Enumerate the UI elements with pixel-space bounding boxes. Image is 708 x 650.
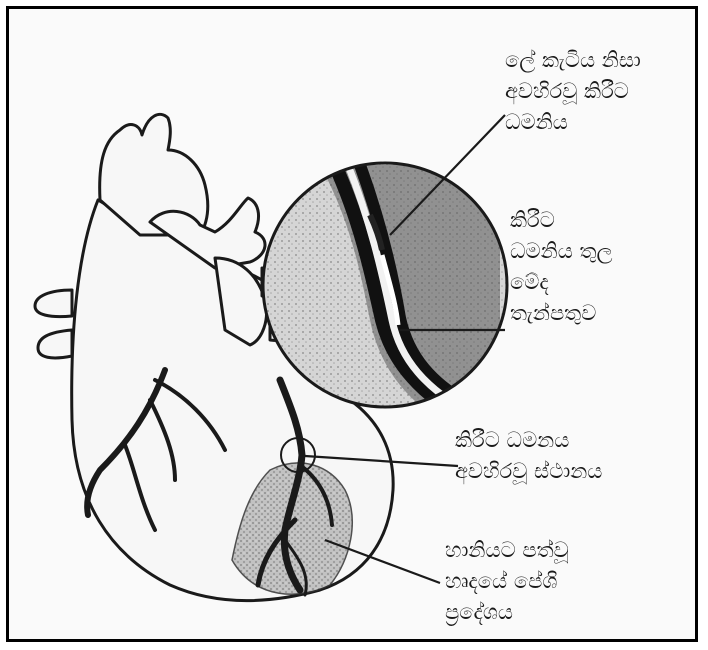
label-fat-deposit: කිරීට ධමනිය තුල මේද තැන්පතුව: [510, 205, 613, 329]
label-line: හානියට පත්වූ: [445, 535, 569, 566]
label-line: මේද: [510, 267, 613, 298]
label-line: ප්‍රදේශය: [445, 597, 569, 628]
label-line: හෘදයේ පේශි: [445, 566, 569, 597]
label-line: අවහිරවූ ස්ථානය: [455, 456, 602, 487]
label-blocked-artery: ලේ කැටිය නිසා අවහිරවූ කිරීට ධමනිය: [505, 45, 641, 138]
label-line: ලේ කැටිය නිසා: [505, 45, 641, 76]
label-line: කිරීට: [510, 205, 613, 236]
label-line: කිරීට ධමනය: [455, 425, 602, 456]
label-line: ධමනිය: [505, 107, 641, 138]
label-line: අවහිරවූ කිරීට: [505, 76, 641, 107]
label-line: තැන්පතුව: [510, 298, 613, 329]
label-line: ධමනිය තුල: [510, 236, 613, 267]
label-blockage-site: කිරීට ධමනය අවහිරවූ ස්ථානය: [455, 425, 602, 487]
label-damaged-muscle: හානියට පත්වූ හෘදයේ පේශි ප්‍රදේශය: [445, 535, 569, 628]
